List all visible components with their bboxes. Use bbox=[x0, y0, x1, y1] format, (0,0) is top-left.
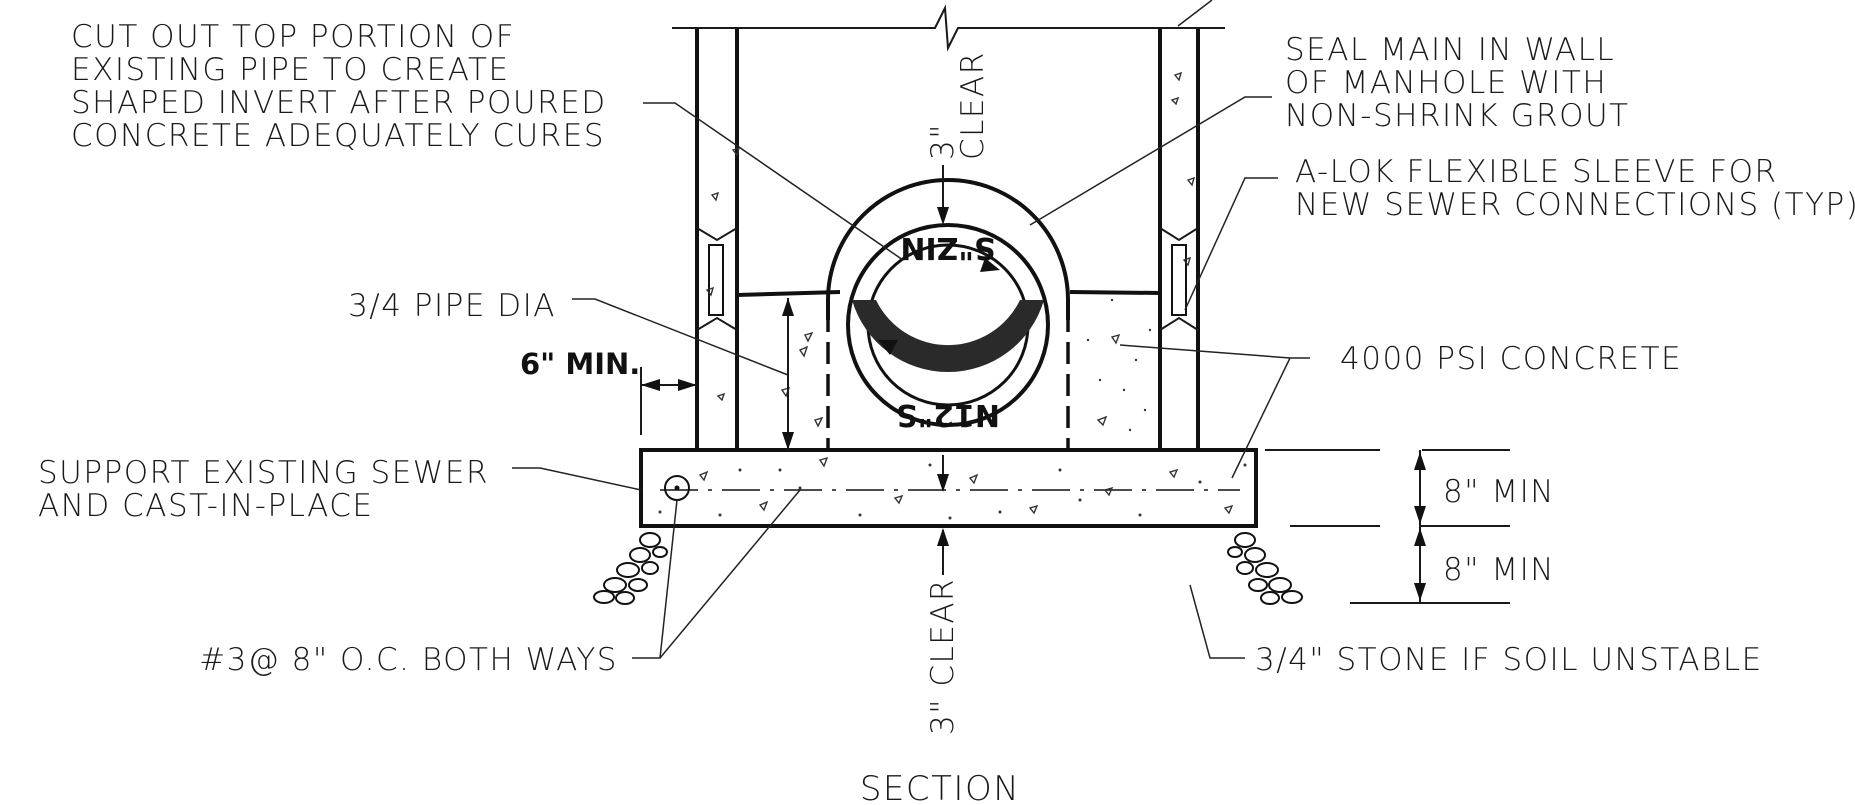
stone-left bbox=[593, 532, 668, 605]
note-support-line1: SUPPORT EXISTING SEWER bbox=[38, 455, 489, 491]
dim-pipe-dia bbox=[782, 298, 794, 450]
note-rebar: #3@ 8" O.C. BOTH WAYS bbox=[199, 642, 618, 678]
note-sleeve-line1: A-LOK FLEXIBLE SLEEVE FOR bbox=[1295, 154, 1778, 190]
note-clear-top-line2: CLEAR bbox=[955, 51, 991, 160]
concrete-aggregate bbox=[705, 71, 1196, 432]
note-seal-line3: NON-SHRINK GROUT bbox=[1285, 98, 1630, 134]
dim-eight-min bbox=[1265, 449, 1510, 604]
note-cut-out-line2: EXISTING PIPE TO CREATE bbox=[71, 52, 510, 88]
notes: CUT OUT TOP PORTION OF EXISTING PIPE TO … bbox=[38, 19, 1855, 805]
pipe-label-bottom: N12"S bbox=[896, 397, 1000, 432]
leader-lines bbox=[512, 96, 1310, 659]
note-cut-out-line4: CONCRETE ADEQUATELY CURES bbox=[71, 118, 605, 154]
note-sleeve-line2: NEW SEWER CONNECTIONS (TYP) bbox=[1295, 187, 1855, 223]
note-eight-min-top: 8" MIN bbox=[1443, 474, 1555, 510]
note-clear-top-line1: 3" bbox=[925, 123, 961, 160]
dim-clear-bottom bbox=[937, 455, 949, 575]
note-cut-out-line3: SHAPED INVERT AFTER POURED bbox=[71, 85, 607, 121]
note-cut-out-line1: CUT OUT TOP PORTION OF bbox=[71, 19, 515, 55]
note-six-min: 6" MIN. bbox=[520, 347, 640, 381]
footing-slab bbox=[639, 448, 1258, 528]
note-clear-bottom: 3" CLEAR bbox=[925, 578, 961, 735]
note-support-line2: AND CAST-IN-PLACE bbox=[38, 488, 374, 524]
note-seal-line2: OF MANHOLE WITH bbox=[1285, 65, 1607, 101]
note-concrete: 4000 PSI CONCRETE bbox=[1340, 341, 1682, 377]
note-stone: 3/4" STONE IF SOIL UNSTABLE bbox=[1255, 642, 1763, 678]
bench-concrete bbox=[705, 71, 1196, 452]
stone-right bbox=[1227, 532, 1303, 605]
note-pipe-dia: 3/4 PIPE DIA bbox=[348, 288, 556, 324]
pipe-label-top: S"ZIN bbox=[900, 230, 995, 265]
manhole-walls bbox=[672, 0, 1225, 450]
drawing-title: SECTION bbox=[860, 769, 1020, 805]
footing-aggregate bbox=[658, 456, 1247, 520]
note-seal-line1: SEAL MAIN IN WALL bbox=[1285, 32, 1615, 68]
dim-six-min bbox=[640, 367, 697, 435]
note-eight-min-bottom: 8" MIN bbox=[1443, 552, 1555, 588]
dim-clear-top bbox=[937, 165, 949, 225]
sewer-pipe: S"ZIN N12"S bbox=[826, 178, 1070, 432]
